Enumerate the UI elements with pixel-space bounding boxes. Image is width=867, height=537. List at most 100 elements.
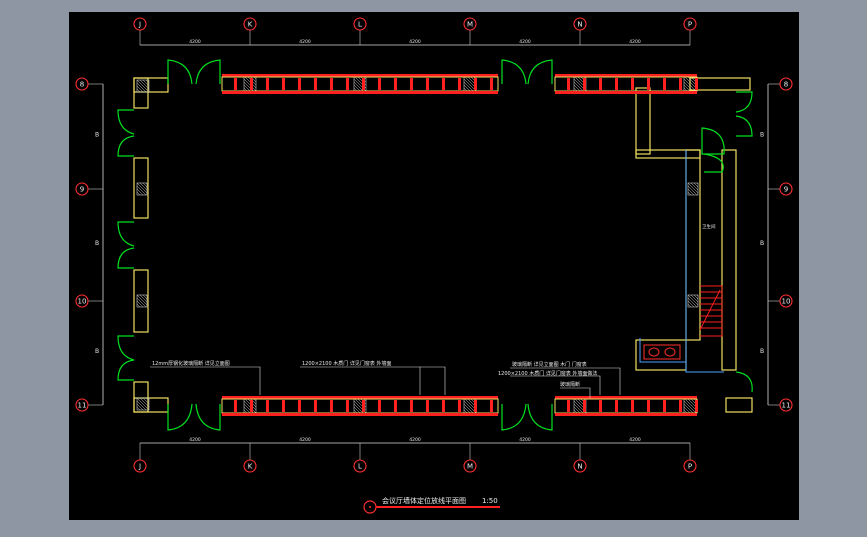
grid-bubble-L	[353, 459, 367, 473]
note-mid: 1200×2100 木质门 详见门窗表 外墙面	[302, 360, 391, 367]
column-hatch	[136, 294, 148, 308]
wall-left-lower	[133, 269, 149, 333]
column-hatch	[687, 182, 699, 196]
stair-outline	[700, 285, 723, 337]
grid-bubble-M	[463, 459, 477, 473]
grid-bubble-N	[573, 459, 587, 473]
span-label-vertical: B	[760, 240, 764, 247]
dimension-lines	[102, 44, 769, 444]
window-bottom-left-mullion	[442, 400, 445, 412]
door-bottom-left-b	[195, 403, 221, 431]
span-label-vertical: B	[95, 132, 99, 139]
column-hatch	[136, 397, 150, 411]
door-service-lower	[703, 153, 724, 173]
span-label: 4200	[519, 437, 531, 443]
grid-label-8: 8	[80, 81, 84, 89]
window-bottom-left-mullion	[378, 400, 381, 412]
span-label: 4200	[299, 437, 311, 443]
window-bottom-left-mullion	[474, 400, 477, 412]
grid-bubble-J	[133, 17, 147, 31]
span-label-vertical: B	[760, 348, 764, 355]
window-bottom-right-mullion	[599, 400, 602, 412]
span-label-vertical: B	[760, 132, 764, 139]
window-bottom-left-mullion	[410, 400, 413, 412]
window-bottom-left-mullion	[490, 400, 493, 412]
note-right-2: 1200×2100 木质门 详见门窗表 外墙面做法	[498, 370, 597, 377]
window-top-right-inner	[555, 91, 697, 94]
grid-label-L: L	[358, 21, 362, 29]
window-top-right-mullion	[583, 78, 586, 90]
window-bottom-left-mullion	[362, 400, 365, 412]
window-top-left-mullion	[314, 78, 317, 90]
grid-bubble-K	[243, 17, 257, 31]
window-top-left-mullion	[458, 78, 461, 90]
door-bottom-mid-b	[527, 403, 553, 431]
span-labels: 4200420042004200420042004200420042004200…	[95, 39, 764, 443]
window-top-left-mullion	[282, 78, 285, 90]
grid-bubble-8	[75, 77, 89, 91]
door-top-left-b	[195, 59, 221, 85]
window-bottom-right-mullion	[615, 400, 618, 412]
door-left-3a	[117, 335, 135, 361]
window-top-left-inner	[222, 91, 498, 94]
window-bottom-left-mullion	[314, 400, 317, 412]
window-top-right-mullion	[695, 78, 698, 90]
grid-label-M: M	[467, 21, 473, 29]
column-hatch	[136, 79, 150, 93]
window-bands	[221, 74, 698, 416]
grid-bubble-K	[243, 459, 257, 473]
window-top-left-mullion	[394, 78, 397, 90]
window-top-left-outer	[222, 74, 498, 77]
window-top-left-mullion	[346, 78, 349, 90]
window-bottom-right-inner	[555, 413, 697, 416]
leader-right-3	[560, 387, 591, 398]
wall-left-upper	[133, 157, 149, 219]
window-top-left-mullion	[250, 78, 253, 90]
grid-bubble-P	[683, 17, 697, 31]
title-scale: 1:50	[482, 497, 498, 505]
grid-label-11: 11	[782, 402, 791, 410]
window-bottom-left-inner	[222, 413, 498, 416]
note-side: 卫生间	[702, 223, 716, 230]
grid-label-L: L	[358, 463, 362, 471]
window-bottom-left-mullion	[250, 400, 253, 412]
window-top-left-mullion	[378, 78, 381, 90]
grid-bubble-M	[463, 17, 477, 31]
axis-leaders	[88, 30, 780, 460]
span-label: 4200	[189, 39, 201, 45]
window-bottom-left-mullion	[234, 400, 237, 412]
column-hatch	[136, 182, 148, 196]
window-bottom-right-mullion	[663, 400, 666, 412]
span-label: 4200	[189, 437, 201, 443]
toilet-fixtures	[643, 344, 681, 360]
note-left: 12mm厚钢化玻璃隔断 详见立面图	[152, 360, 230, 367]
partitions	[639, 150, 724, 373]
stair	[699, 285, 723, 337]
window-bottom-right-mullion	[647, 400, 650, 412]
window-top-left-mullion	[234, 78, 237, 90]
window-bottom-left-mullion	[330, 400, 333, 412]
grid-label-J: J	[138, 21, 141, 29]
window-bottom-right-outer	[555, 396, 697, 399]
window-top-left-mullion	[298, 78, 301, 90]
door-right-bottom	[735, 371, 753, 393]
grid-label-11: 11	[78, 402, 87, 410]
basin-left	[648, 347, 660, 357]
grid-bubble-11	[779, 398, 793, 412]
wall-corridor-right	[721, 149, 737, 371]
door-top-mid-a	[501, 59, 527, 85]
grid-bubble-8	[779, 77, 793, 91]
window-top-right-mullion	[663, 78, 666, 90]
window-bottom-left-mullion	[458, 400, 461, 412]
title-text: 会议厅墙体定位放线平面图	[382, 496, 466, 505]
span-label: 4200	[409, 437, 421, 443]
grid-bubble-9	[779, 182, 793, 196]
walls	[133, 77, 753, 413]
grid-label-M: M	[467, 463, 473, 471]
span-label: 4200	[519, 39, 531, 45]
grid-label-N: N	[577, 463, 582, 471]
window-top-left-mullion	[490, 78, 493, 90]
window-top-right-mullion	[647, 78, 650, 90]
